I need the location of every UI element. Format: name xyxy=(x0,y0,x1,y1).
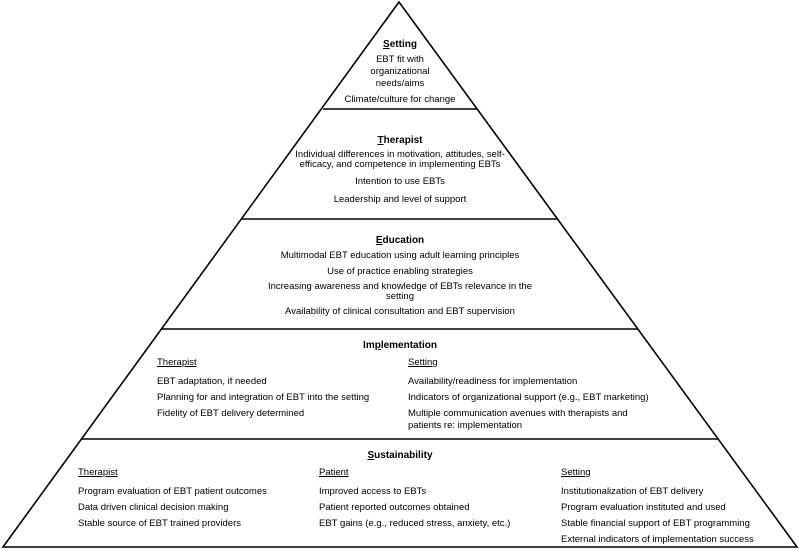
tier-therapist-title: Therapist xyxy=(377,135,423,146)
sustainability-patient-column: Patient Improved access to EBTs Patient … xyxy=(319,467,549,534)
sustainability-therapist-item: Stable source of EBT trained providers xyxy=(78,518,241,529)
tier-setting: Setting EBT fit with organizational need… xyxy=(335,39,465,110)
sustainability-setting-item: Program evaluation instituted and used xyxy=(561,502,726,513)
sustainability-therapist-column: Therapist Program evaluation of EBT pati… xyxy=(78,467,298,534)
sustainability-setting-heading: Setting xyxy=(561,467,591,478)
implementation-therapist-heading: Therapist xyxy=(157,357,197,368)
sustainability-therapist-heading: Therapist xyxy=(78,467,118,478)
implementation-setting-item: Indicators of organizational support (e.… xyxy=(408,392,649,403)
tier-therapist-item: Individual differences in motivation, at… xyxy=(295,149,505,170)
tier-sustainability-title-wrap: Sustainability xyxy=(300,450,500,465)
sustainability-setting-column: Setting Institutionalization of EBT deli… xyxy=(561,467,796,550)
sustainability-therapist-item: Data driven clinical decision making xyxy=(78,502,229,513)
sustainability-patient-item: EBT gains (e.g., reduced stress, anxiety… xyxy=(319,518,511,529)
sustainability-setting-item: Institutionalization of EBT delivery xyxy=(561,486,704,497)
tier-education-title: Education xyxy=(375,235,425,246)
tier-education: Education Multimodal EBT education using… xyxy=(250,235,550,322)
implementation-setting-heading: Setting xyxy=(408,357,438,368)
tier-setting-item: Climate/culture for change xyxy=(344,94,456,105)
sustainability-setting-item: Stable financial support of EBT programm… xyxy=(561,518,750,529)
implementation-setting-item: Multiple communication avenues with ther… xyxy=(408,408,628,431)
tier-implementation-title-wrap: Implementation xyxy=(300,340,500,355)
sustainability-setting-item: External indicators of implementation su… xyxy=(561,534,754,545)
implementation-therapist-item: EBT adaptation, if needed xyxy=(157,376,267,387)
sustainability-therapist-item: Program evaluation of EBT patient outcom… xyxy=(78,486,267,497)
implementation-setting-column: Setting Availability/readiness for imple… xyxy=(408,357,673,436)
implementation-therapist-column: Therapist EBT adaptation, if needed Plan… xyxy=(157,357,397,424)
sustainability-patient-heading: Patient xyxy=(319,467,349,478)
sustainability-patient-item: Improved access to EBTs xyxy=(319,486,427,497)
tier-education-item: Use of practice enabling strategies xyxy=(327,266,473,277)
tier-sustainability-title: Sustainability xyxy=(367,450,433,461)
tier-therapist: Therapist Individual differences in moti… xyxy=(290,135,510,210)
implementation-therapist-item: Fidelity of EBT delivery determined xyxy=(157,408,305,419)
tier-therapist-item: Intention to use EBTs xyxy=(355,176,445,187)
implementation-therapist-item: Planning for and integration of EBT into… xyxy=(157,392,370,403)
tier-education-item: Increasing awareness and knowledge of EB… xyxy=(267,281,533,302)
tier-setting-title: Setting xyxy=(383,39,417,50)
tier-setting-item: EBT fit with organizational needs/aims xyxy=(370,54,430,89)
tier-implementation-title: Implementation xyxy=(363,340,437,351)
implementation-setting-item: Availability/readiness for implementatio… xyxy=(408,376,578,387)
tier-education-item: Availability of clinical consultation an… xyxy=(285,306,515,317)
sustainability-patient-item: Patient reported outcomes obtained xyxy=(319,502,470,513)
tier-education-item: Multimodal EBT education using adult lea… xyxy=(280,250,520,261)
tier-therapist-item: Leadership and level of support xyxy=(333,194,467,205)
